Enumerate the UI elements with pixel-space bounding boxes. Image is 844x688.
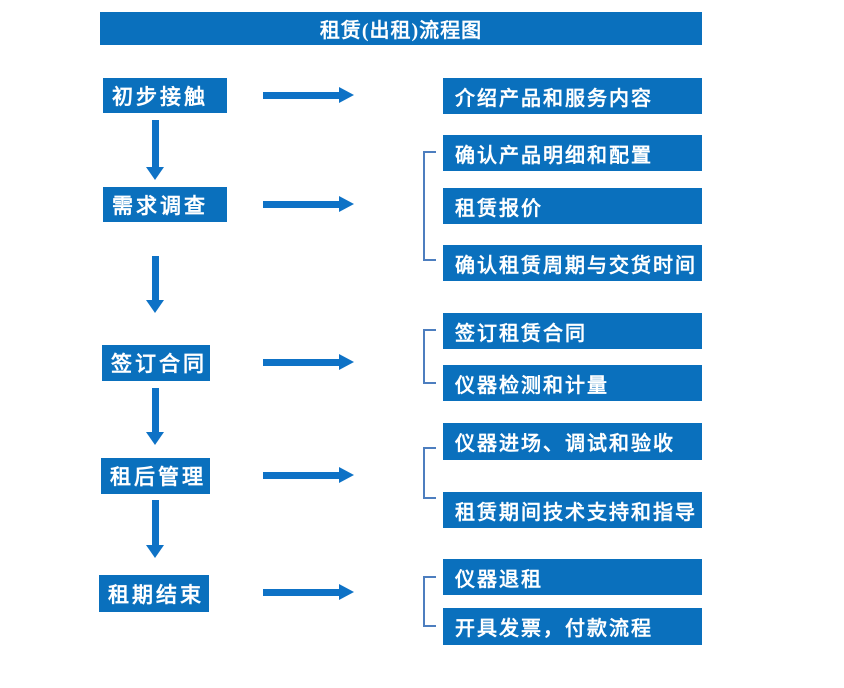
arrow-down-icon	[146, 120, 165, 180]
detail-box-confirm-period: 确认租赁周期与交货时间	[443, 245, 702, 281]
arrow-right-icon	[263, 196, 354, 213]
bracket-icon	[423, 329, 436, 384]
bracket-icon	[423, 576, 436, 627]
arrow-down-icon	[146, 388, 165, 445]
arrow-right-icon	[263, 354, 354, 371]
detail-box-instrument-testing: 仪器检测和计量	[443, 365, 702, 401]
arrow-down-icon	[146, 256, 165, 313]
arrow-right-icon	[263, 584, 354, 601]
arrow-right-icon	[263, 467, 354, 484]
detail-box-rental-quotation: 租赁报价	[443, 188, 702, 224]
arrow-down-icon	[146, 500, 165, 558]
step-box-initial-contact: 初步接触	[103, 78, 227, 113]
detail-box-sign-rental-contract: 签订租赁合同	[443, 313, 702, 349]
detail-box-confirm-details: 确认产品明细和配置	[443, 135, 702, 171]
flowchart-title: 租赁(出租)流程图	[100, 12, 702, 45]
detail-box-introduce-products: 介绍产品和服务内容	[443, 78, 702, 114]
step-box-rental-end: 租期结束	[99, 575, 209, 612]
detail-box-technical-support: 租赁期间技术支持和指导	[443, 492, 702, 528]
detail-box-invoice-payment: 开具发票，付款流程	[443, 608, 702, 645]
step-box-sign-contract: 签订合同	[102, 345, 210, 381]
step-box-post-rental-management: 租后管理	[101, 458, 210, 494]
bracket-icon	[423, 151, 436, 261]
detail-box-instrument-return: 仪器退租	[443, 559, 702, 595]
detail-box-instrument-setup: 仪器进场、调试和验收	[443, 423, 702, 460]
bracket-icon	[423, 447, 436, 499]
arrow-right-icon	[263, 87, 354, 104]
step-box-demand-survey: 需求调查	[103, 187, 227, 222]
